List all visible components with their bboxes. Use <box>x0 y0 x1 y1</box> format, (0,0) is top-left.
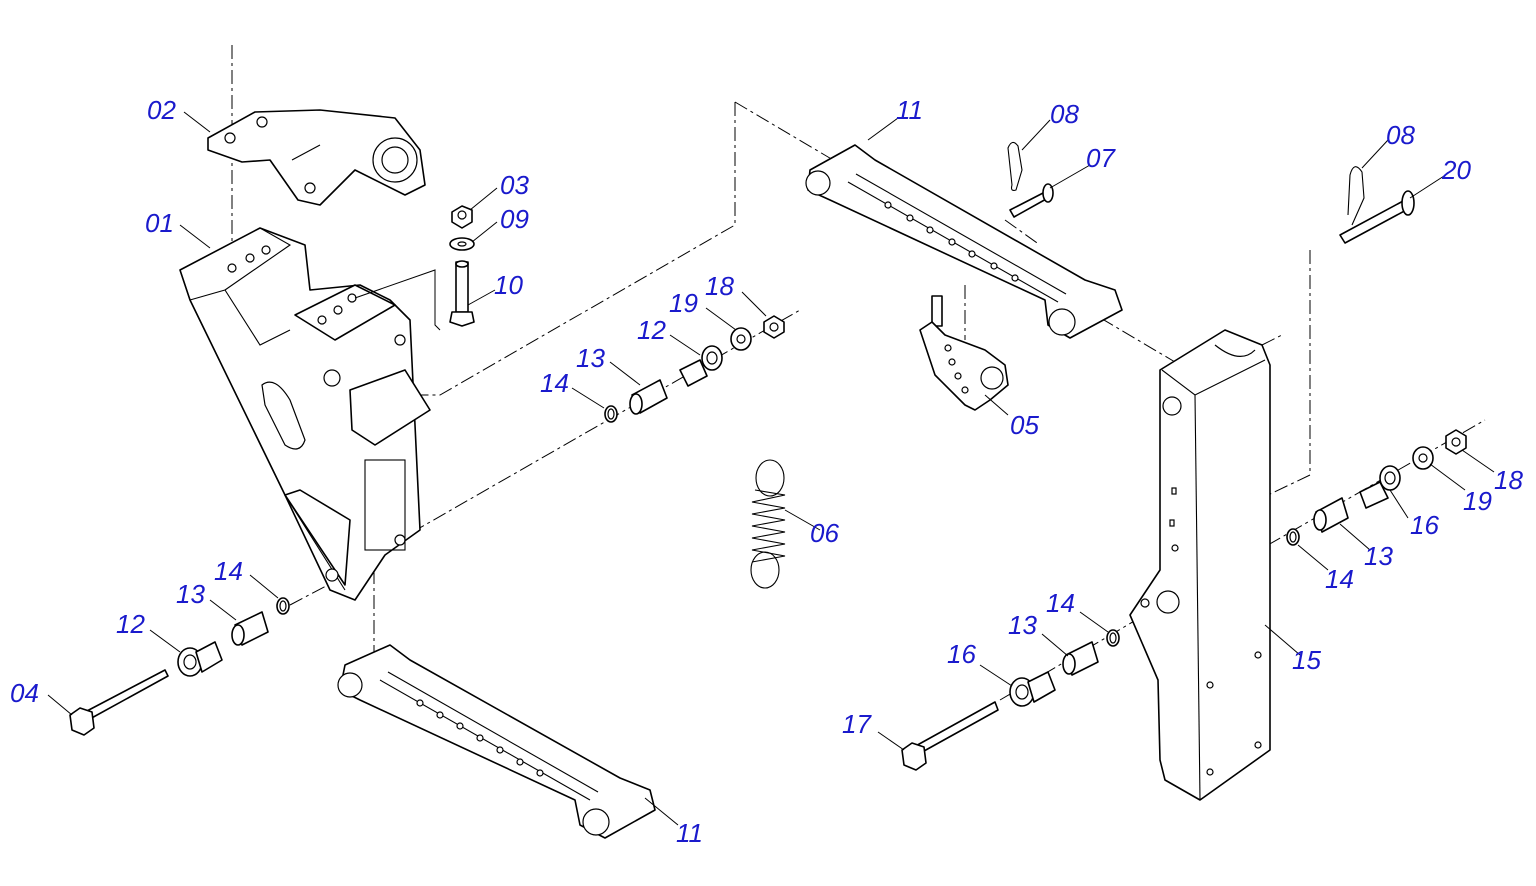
callout-08-right: 08 <box>1386 120 1415 150</box>
part-08-r-clip-right <box>1347 166 1365 226</box>
callout-13-lower: 13 <box>1008 610 1037 640</box>
part-07-pin <box>1009 183 1054 218</box>
callout-01: 01 <box>145 208 174 238</box>
part-04-bolt <box>69 669 169 736</box>
callout-11-top: 11 <box>896 95 923 125</box>
part-18-nut-right <box>1445 429 1467 455</box>
callout-12-mid: 12 <box>637 315 666 345</box>
callout-20: 20 <box>1442 155 1471 185</box>
callout-03: 03 <box>500 170 529 200</box>
callout-13-mid: 13 <box>576 343 605 373</box>
callout-16-lower: 16 <box>947 639 976 669</box>
callout-13-left: 13 <box>176 579 205 609</box>
callout-leaders <box>47 111 1495 826</box>
callout-09: 09 <box>500 204 529 234</box>
callout-04: 04 <box>10 678 39 708</box>
part-11-link-arm-bottom <box>337 644 656 839</box>
callout-14-lower: 14 <box>1046 588 1075 618</box>
part-19-washer-right <box>1412 446 1434 470</box>
callout-17: 17 <box>842 709 871 739</box>
part-14-ring-right <box>1286 528 1300 546</box>
part-01-main-frame <box>179 227 431 601</box>
callout-05: 05 <box>1010 410 1039 440</box>
callout-16-right: 16 <box>1410 510 1439 540</box>
callout-10: 10 <box>494 270 523 300</box>
leader-frame-spacer <box>354 269 441 331</box>
part-08-r-clip-left <box>1007 141 1023 191</box>
part-12-bushing-mid <box>679 345 723 387</box>
callout-11-bottom: 11 <box>676 818 703 848</box>
part-14-ring-lower <box>1106 629 1120 647</box>
callout-15: 15 <box>1292 645 1321 675</box>
callout-14-mid: 14 <box>540 368 569 398</box>
part-13-sleeve-left <box>231 611 269 646</box>
part-13-sleeve-right <box>1313 497 1349 533</box>
part-20-pin <box>1339 190 1415 244</box>
part-10-spacer <box>449 260 475 327</box>
callout-02: 02 <box>147 95 176 125</box>
part-03-nut <box>451 205 473 229</box>
part-18-nut-mid <box>763 315 785 339</box>
part-11-link-arm-top <box>805 144 1123 339</box>
part-14-ring-left <box>276 597 290 615</box>
part-19-washer-mid <box>730 327 752 351</box>
part-02-bracket <box>207 109 426 206</box>
part-13-sleeve-lower <box>1062 641 1099 676</box>
part-16-bushing-right <box>1359 465 1401 509</box>
part-17-bolt <box>901 701 999 771</box>
assembly-axes <box>231 45 1486 701</box>
callout-14-left: 14 <box>214 556 243 586</box>
part-15-upright-post <box>1129 329 1271 801</box>
callout-13-right: 13 <box>1364 541 1393 571</box>
callout-06: 06 <box>810 518 839 548</box>
part-12-bushing-left <box>177 641 223 677</box>
part-14-ring-mid <box>604 405 618 423</box>
callout-14-right: 14 <box>1325 564 1354 594</box>
callout-19-right: 19 <box>1463 486 1492 516</box>
part-13-sleeve-mid <box>629 379 668 415</box>
callout-19-mid: 19 <box>669 288 698 318</box>
callout-18-right: 18 <box>1494 465 1523 495</box>
callout-12-left: 12 <box>116 609 145 639</box>
callout-08-left: 08 <box>1050 99 1079 129</box>
callout-18-mid: 18 <box>705 271 734 301</box>
part-09-washer <box>449 237 475 251</box>
part-16-bushing-lower <box>1009 671 1056 707</box>
callout-07: 07 <box>1086 143 1115 173</box>
part-06-spring <box>750 459 786 589</box>
part-05-latch-plate <box>919 295 1009 411</box>
